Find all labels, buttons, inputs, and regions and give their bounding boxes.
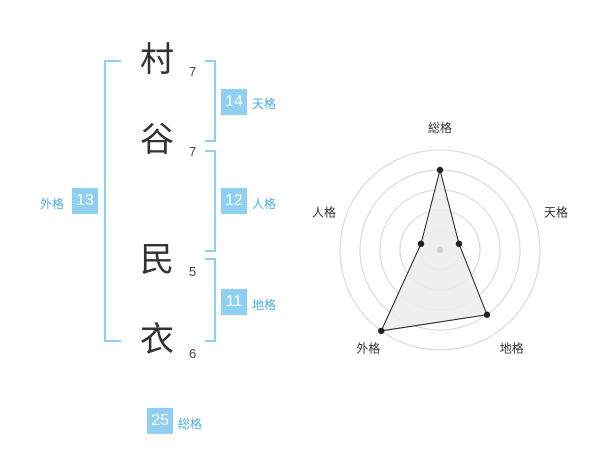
chikaku-value: 11 <box>221 289 247 315</box>
stroke-count-4: 6 <box>189 346 197 361</box>
jinkaku-label: 人格 <box>252 197 277 211</box>
radar-axis-label-2: 天格 <box>544 204 568 219</box>
tenkaku-value: 14 <box>221 89 247 115</box>
gaikaku-bracket <box>104 60 121 342</box>
radar-axis-label-4: 外格 <box>356 341 380 356</box>
gaikaku-label: 外格 <box>40 197 65 211</box>
tenkaku-label: 天格 <box>252 97 277 111</box>
soukaku-value: 25 <box>147 408 173 434</box>
chikaku-label: 地格 <box>252 298 277 312</box>
radar-point-5 <box>417 240 425 248</box>
radar-point-1 <box>436 166 444 174</box>
radar-point-3 <box>483 311 491 318</box>
gaikaku-value: 13 <box>72 188 98 214</box>
radar-points <box>378 166 491 335</box>
stroke-count-3: 5 <box>189 264 197 279</box>
name-char-1: 村 <box>140 40 174 80</box>
tenkaku-bracket <box>205 60 216 142</box>
name-char-3: 民 <box>140 240 174 280</box>
radar-axis-label-3: 地格 <box>500 341 524 356</box>
radar-axis-label-1: 総格 <box>428 120 452 135</box>
radar-center <box>437 247 443 253</box>
chikaku-bracket <box>205 258 216 342</box>
stroke-count-2: 7 <box>189 144 197 159</box>
radar-point-4 <box>378 327 385 335</box>
jinkaku-value: 12 <box>221 188 247 214</box>
name-char-2: 谷 <box>140 120 174 160</box>
radar-axis-label-5: 人格 <box>312 204 336 219</box>
radar-area <box>380 169 488 332</box>
radar-ring <box>339 149 541 351</box>
radar-point-2 <box>455 240 463 248</box>
stroke-count-1: 7 <box>189 64 197 79</box>
jinkaku-bracket <box>205 150 216 252</box>
name-char-4: 衣 <box>140 320 174 360</box>
soukaku-label: 総格 <box>178 417 203 431</box>
